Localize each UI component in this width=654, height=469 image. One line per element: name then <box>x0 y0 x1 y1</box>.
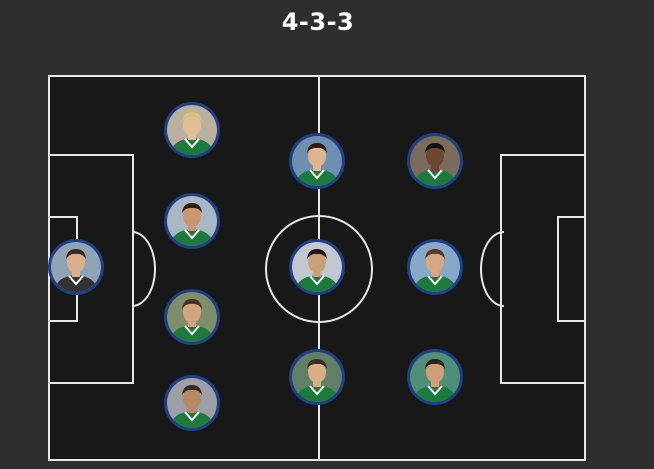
player-avatar-forward[interactable] <box>407 349 463 405</box>
formation-title: 4-3-3 <box>281 8 355 36</box>
player-photo-icon <box>292 352 342 402</box>
right-goal-area <box>557 216 584 322</box>
player-avatar-goalkeeper[interactable] <box>48 239 104 295</box>
center-circle <box>265 215 373 323</box>
player-avatar-defender[interactable] <box>164 375 220 431</box>
player-avatar-midfielder[interactable] <box>289 133 345 189</box>
player-photo-icon <box>51 242 101 292</box>
player-photo-icon <box>292 136 342 186</box>
player-photo-icon <box>410 136 460 186</box>
player-photo-icon <box>292 242 342 292</box>
player-photo-icon <box>167 196 217 246</box>
player-avatar-defender[interactable] <box>164 102 220 158</box>
player-avatar-midfielder[interactable] <box>289 349 345 405</box>
player-avatar-defender[interactable] <box>164 193 220 249</box>
player-photo-icon <box>410 242 460 292</box>
player-avatar-forward[interactable] <box>407 239 463 295</box>
player-avatar-forward[interactable] <box>407 133 463 189</box>
player-photo-icon <box>410 352 460 402</box>
player-photo-icon <box>167 378 217 428</box>
player-avatar-defender[interactable] <box>164 289 220 345</box>
player-photo-icon <box>167 105 217 155</box>
player-photo-icon <box>167 292 217 342</box>
player-avatar-midfielder[interactable] <box>289 239 345 295</box>
